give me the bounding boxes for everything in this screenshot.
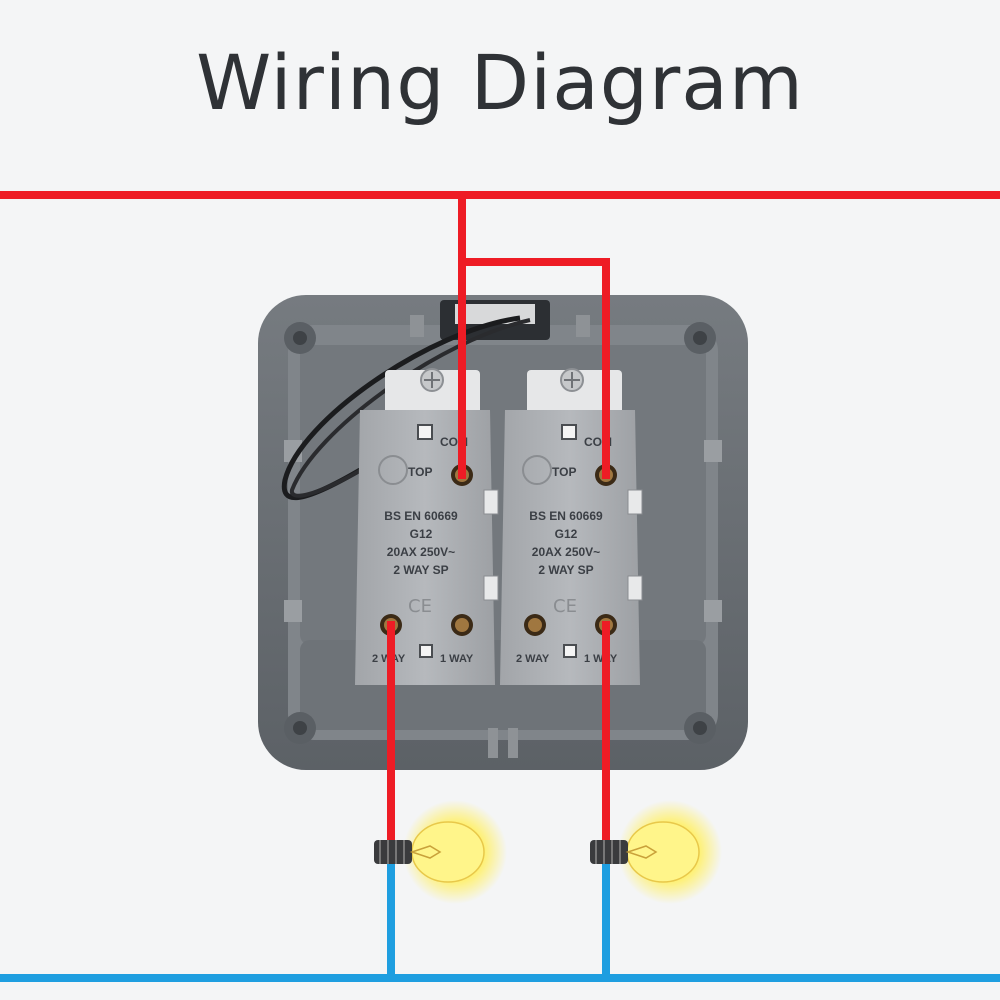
switch-mechanism-2: COM TOP BS EN 60669 G12 20AX 250V~ 2 WAY… — [500, 368, 640, 685]
spec-line: 20AX 250V~ — [387, 545, 455, 559]
mounting-hole — [684, 712, 716, 744]
spec-line: 2 WAY SP — [538, 563, 593, 577]
page-title: Wiring Diagram — [196, 38, 804, 127]
spec-line: G12 — [410, 527, 433, 541]
mounting-hole — [284, 712, 316, 744]
screw-icon — [420, 368, 444, 392]
terminal-1way — [451, 614, 473, 636]
top-label: TOP — [408, 465, 432, 479]
spec-line: BS EN 60669 — [384, 509, 458, 523]
mounting-hole — [684, 322, 716, 354]
spec-line: 2 WAY SP — [393, 563, 448, 577]
bulb-icon — [590, 800, 722, 904]
terminal-label-1way: 1 WAY — [584, 653, 618, 665]
ce-mark: CE — [553, 596, 577, 617]
terminal-label-1way: 1 WAY — [440, 653, 474, 665]
neutral-wire — [0, 858, 1000, 982]
top-label: TOP — [552, 465, 576, 479]
bulb-icon — [374, 800, 507, 904]
screw-icon — [560, 368, 584, 392]
terminal-2way — [524, 614, 546, 636]
spec-line: G12 — [555, 527, 578, 541]
terminal-label-2way: 2 WAY — [516, 653, 550, 665]
ce-mark: CE — [408, 596, 432, 617]
switch-mechanism-1: COM TOP BS EN 60669 G12 20AX 250V~ 2 WAY… — [355, 368, 495, 685]
spec-line: BS EN 60669 — [529, 509, 603, 523]
live-wire — [0, 191, 1000, 849]
mounting-hole — [284, 322, 316, 354]
spec-line: 20AX 250V~ — [532, 545, 600, 559]
